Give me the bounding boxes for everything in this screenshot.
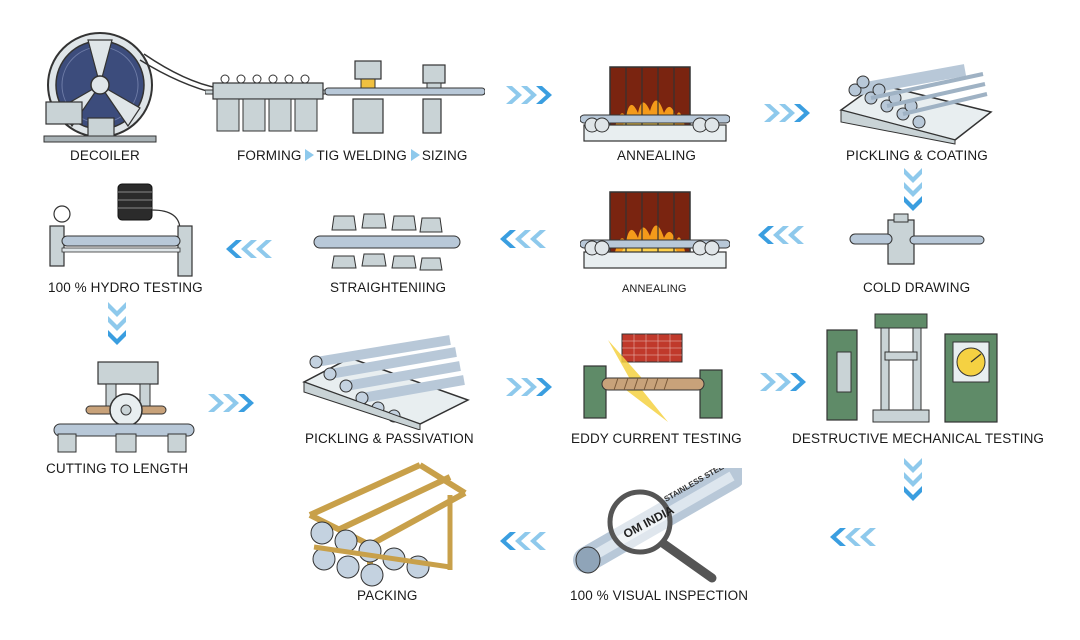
- stage-label-cutting: CUTTING TO LENGTH: [46, 461, 189, 476]
- eddy-current-stage: [578, 330, 728, 425]
- cutting-stage: [44, 358, 204, 458]
- forming-stage: [205, 55, 485, 145]
- packing-stage: [300, 455, 475, 590]
- straightening-stage: [312, 212, 462, 272]
- flow-arrow-left-icon: [226, 240, 272, 258]
- flow-arrow-right-icon: [760, 373, 806, 391]
- stage-label-pickling-coating: PICKLING & COATING: [846, 148, 988, 163]
- stage-label-destructive-testing: DESTRUCTIVE MECHANICAL TESTING: [792, 431, 1045, 446]
- cold-drawing-stage: [848, 212, 988, 272]
- pickling-coating-stage: [835, 50, 995, 145]
- annealing-2-stage: [580, 190, 730, 272]
- stage-label-eddy-current: EDDY CURRENT TESTING: [571, 431, 742, 446]
- stage-label-cold-drawing: COLD DRAWING: [863, 280, 971, 295]
- flow-arrow-left-icon: [830, 528, 876, 546]
- forming-welding-sizing-machine-illustration: [205, 60, 485, 134]
- flow-arrow-right-icon: [208, 394, 254, 412]
- flow-arrow-right-icon: [506, 86, 552, 104]
- pickling-coating-tank-illustration: [839, 64, 993, 145]
- inline-arrow-icon: [305, 149, 315, 161]
- stage-label-annealing-2: ANNEALING: [622, 283, 687, 295]
- pickling-passivation-tank-illustration: [302, 335, 470, 430]
- stage-label-decoiler: DECOILER: [70, 148, 140, 163]
- tig-welding-label: TIG WELDING: [316, 148, 407, 163]
- flow-arrow-right-icon: [764, 104, 810, 122]
- flow-arrow-left-icon: [500, 532, 546, 550]
- inline-arrow-icon: [410, 149, 420, 161]
- cold-drawing-machine-illustration: [849, 213, 985, 265]
- flow-arrow-right-icon: [506, 378, 552, 396]
- stage-label-pickling-passivation: PICKLING & PASSIVATION: [305, 431, 474, 446]
- flow-arrow-down-icon: [108, 302, 126, 345]
- stage-label-forming: FORMING TIG WELDING SIZING: [237, 148, 467, 163]
- straightening-machine-illustration: [313, 213, 461, 271]
- decoiler-stage: [40, 30, 220, 145]
- flow-arrow-down-icon: [904, 168, 922, 211]
- annealing-furnace-illustration: [580, 66, 730, 142]
- visual-inspection-stage: STAINLESS STEEL OM INDIA: [572, 468, 742, 588]
- stage-label-annealing-1: ANNEALING: [617, 148, 696, 163]
- destructive-testing-machines-illustration: [826, 313, 998, 423]
- flow-arrow-left-icon: [500, 230, 546, 248]
- flow-arrow-left-icon: [758, 226, 804, 244]
- destructive-testing-stage: [815, 312, 1005, 427]
- stage-label-straightening: STRAIGHTENIING: [330, 280, 447, 295]
- cutting-machine-illustration: [53, 361, 195, 453]
- forming-label: FORMING: [237, 148, 302, 163]
- sizing-label: SIZING: [421, 148, 468, 163]
- stage-label-hydro-testing: 100 % HYDRO TESTING: [48, 280, 203, 295]
- packing-crate-illustration: [308, 462, 467, 587]
- hydro-testing-machine-illustration: [49, 183, 193, 277]
- eddy-current-machine-illustration: [583, 333, 723, 422]
- pickling-passivation-stage: [300, 330, 472, 430]
- hydro-testing-stage: [40, 180, 200, 280]
- annealing-1-stage: [580, 65, 730, 145]
- flow-arrow-down-icon: [904, 458, 922, 501]
- visual-inspection-illustration: STAINLESS STEEL OM INDIA: [573, 468, 742, 583]
- decoiler-machine-illustration: [43, 32, 219, 143]
- stage-label-visual-inspection: 100 % VISUAL INSPECTION: [570, 588, 749, 603]
- stage-label-packing: PACKING: [357, 588, 418, 603]
- annealing-furnace-illustration: [580, 191, 730, 269]
